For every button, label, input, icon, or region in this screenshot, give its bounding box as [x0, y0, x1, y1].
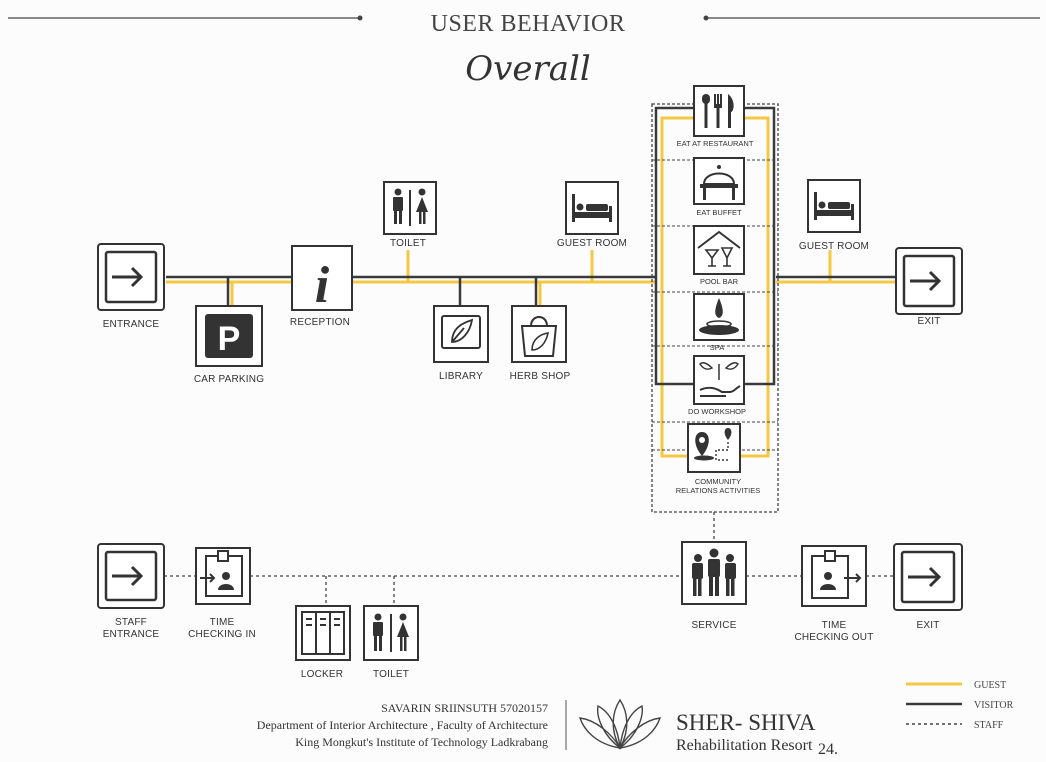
staff-entrance-label-2: ENTRANCE	[103, 629, 160, 640]
eat-restaurant-node: EAT AT RESTAURANT	[677, 85, 754, 148]
svg-text:i: i	[315, 257, 330, 314]
legend-guest-label: GUEST	[974, 680, 1006, 691]
guest-room-1-label: GUEST ROOM	[557, 238, 627, 249]
buffet-icon	[693, 157, 745, 205]
community-label-2: RELATIONS ACTIVITIES	[676, 486, 760, 495]
spa-label: SPA	[710, 343, 724, 352]
page-subtitle: Overall	[465, 49, 590, 89]
eat-buffet-label: EAT BUFFET	[696, 208, 742, 217]
svg-text:P: P	[218, 320, 241, 358]
time-in-label-1: TIME	[210, 617, 235, 628]
exit-bottom-label: EXIT	[916, 620, 939, 631]
time-checking-out-node: TIME CHECKING OUT	[794, 545, 873, 643]
brand-subtitle: Rehabilitation Resort	[676, 737, 813, 754]
herb-shop-label: HERB SHOP	[510, 371, 571, 382]
reception-label: RECEPTION	[290, 317, 350, 328]
page-number: 24.	[818, 741, 838, 758]
toilet-top-label: TOILET	[390, 238, 426, 249]
legend-visitor-label: VISITOR	[974, 700, 1014, 711]
car-parking-label: CAR PARKING	[194, 374, 264, 385]
community-label-1: COMMUNITY	[695, 477, 741, 486]
locker-label: LOCKER	[301, 669, 343, 680]
toilet-bottom-node: TOILET	[363, 605, 419, 680]
exit-top-label: EXIT	[917, 316, 940, 327]
guest-room-1-node: GUEST ROOM	[557, 181, 627, 249]
map-pin-route-icon	[687, 423, 741, 473]
pool-bar-icon	[693, 225, 745, 275]
staff-entrance-label-1: STAFF	[115, 617, 147, 628]
footer-department: Department of Interior Architecture , Fa…	[257, 718, 548, 732]
legend-staff-label: STAFF	[974, 720, 1004, 731]
do-workshop-label: DO WORKSHOP	[688, 407, 746, 416]
footer-author: SAVARIN SRIINSUTH 57020157	[381, 701, 548, 715]
page-title: USER BEHAVIOR	[431, 11, 626, 37]
entrance-node: ENTRANCE	[97, 243, 165, 330]
eat-buffet-node: EAT BUFFET	[693, 157, 745, 217]
time-in-label-2: CHECKING IN	[188, 629, 256, 640]
toilet-top-node: TOILET	[383, 181, 437, 249]
time-out-label-1: TIME	[822, 620, 847, 631]
time-out-label-2: CHECKING OUT	[794, 632, 873, 643]
exit-bottom-node: EXIT	[893, 543, 963, 631]
locker-icon	[295, 605, 351, 661]
community-node: COMMUNITY RELATIONS ACTIVITIES	[676, 423, 760, 495]
service-node: SERVICE	[681, 541, 747, 631]
library-label: LIBRARY	[439, 371, 483, 382]
info-icon	[291, 245, 353, 311]
do-workshop-node: DO WORKSHOP	[688, 355, 746, 416]
header-dot-left	[357, 15, 363, 21]
reception-node: i RECEPTION	[290, 245, 353, 328]
staff-entrance-node: STAFF ENTRANCE	[97, 543, 165, 640]
pool-bar-label: POOL BAR	[700, 277, 739, 286]
entrance-label: ENTRANCE	[103, 319, 160, 330]
time-checking-in-node: TIME CHECKING IN	[188, 547, 256, 640]
herb-shop-node: HERB SHOP	[510, 305, 571, 382]
lotus-logo	[578, 698, 662, 750]
locker-node: LOCKER	[295, 605, 351, 680]
brand-name: SHER- SHIVA	[676, 710, 816, 735]
header-dot-right	[703, 15, 709, 21]
pool-bar-node: POOL BAR	[693, 225, 745, 286]
footer-institute: King Mongkut's Institute of Technology L…	[295, 735, 548, 749]
shopping-bag-icon	[511, 305, 567, 363]
spa-node: SPA	[693, 293, 745, 352]
car-parking-node: P CAR PARKING	[194, 305, 264, 385]
guest-room-2-node: GUEST ROOM	[799, 179, 869, 252]
staff-path	[164, 512, 894, 606]
library-node: LIBRARY	[433, 305, 489, 382]
legend: GUEST VISITOR STAFF	[906, 680, 1014, 731]
service-label: SERVICE	[691, 620, 736, 631]
exit-top-node: EXIT	[895, 247, 963, 327]
guest-room-2-label: GUEST ROOM	[799, 241, 869, 252]
eat-restaurant-label: EAT AT RESTAURANT	[677, 139, 754, 148]
guest-path	[166, 116, 896, 458]
toilet-bottom-label: TOILET	[373, 669, 409, 680]
